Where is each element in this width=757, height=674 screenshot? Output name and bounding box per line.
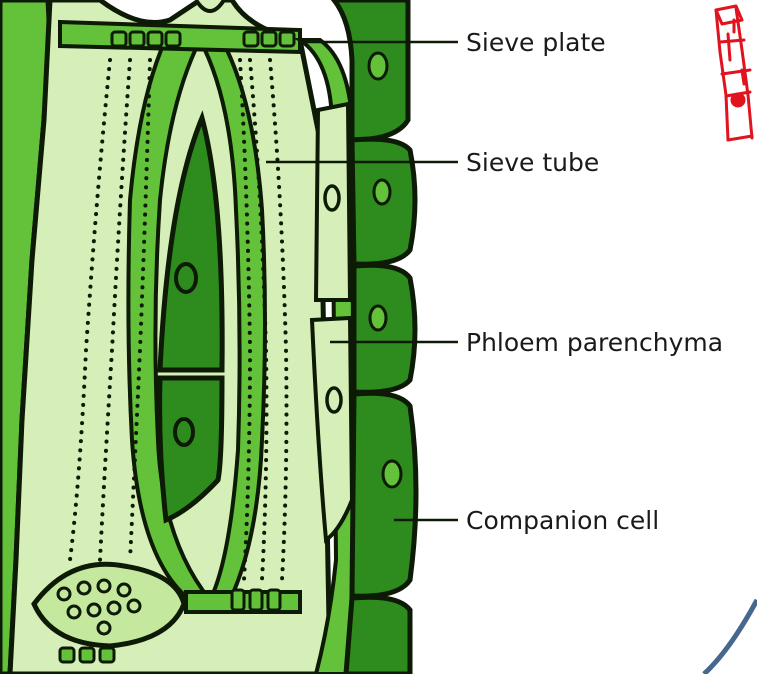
circle-edge-arc (704, 600, 757, 674)
label-companion-cell: Companion cell (466, 506, 659, 535)
label-phloem-parenchyma: Phloem parenchyma (466, 328, 723, 357)
sieve-plate-bottom (186, 590, 300, 612)
label-sieve-tube: Sieve tube (466, 148, 599, 177)
label-sieve-plate: Sieve plate (466, 28, 606, 57)
handwriting-sketch (716, 6, 752, 140)
